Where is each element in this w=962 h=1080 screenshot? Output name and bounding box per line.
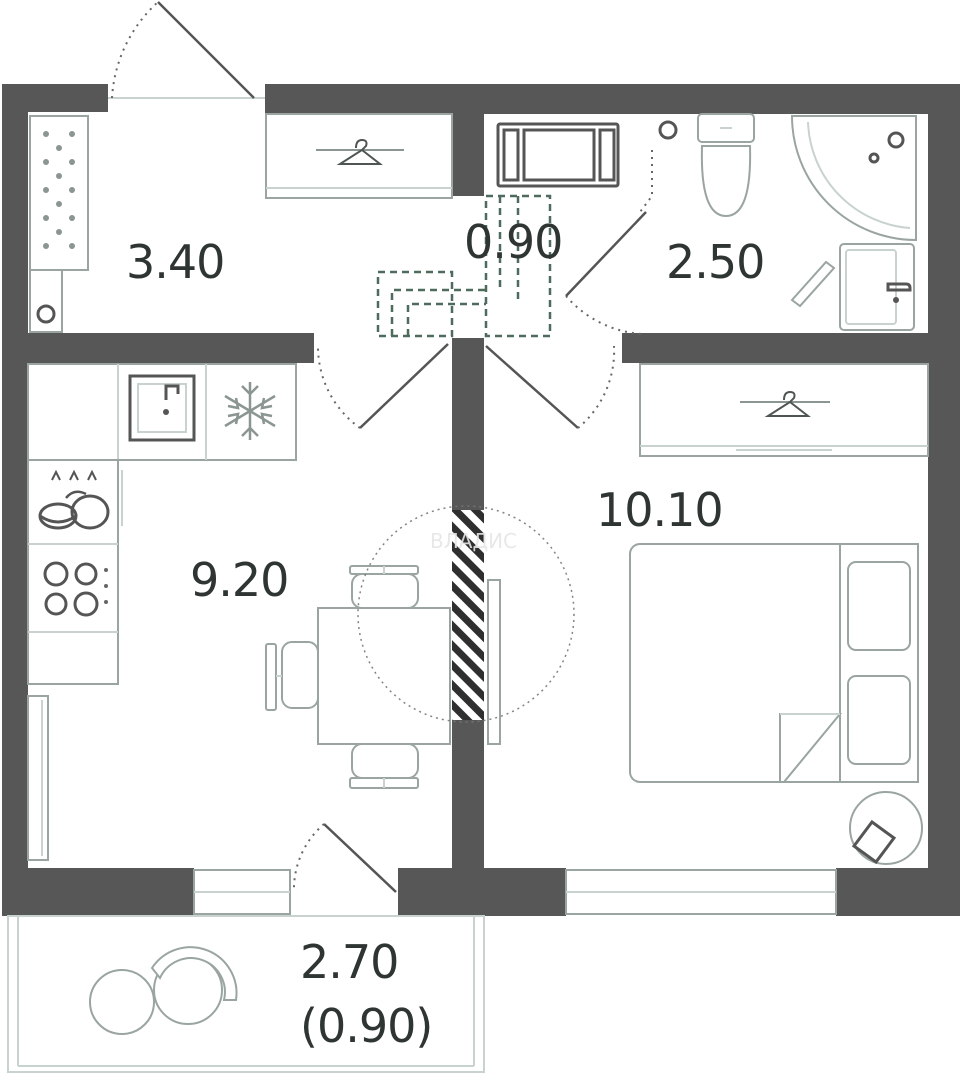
- storage-outline-right: [484, 194, 552, 338]
- shower-icon: [790, 115, 917, 242]
- balcony-door: [323, 823, 397, 893]
- chair-top-icon: [349, 565, 419, 609]
- watermark-text: ВЛАДИС: [430, 529, 517, 553]
- storage: 0.90: [376, 194, 563, 338]
- wall-top-right: [265, 84, 960, 114]
- bedroom-wardrobe: [639, 363, 929, 457]
- kitchen-counter-left: [27, 459, 119, 685]
- armchair-icon: [849, 791, 923, 865]
- wall-kitchen-bedroom-top: [452, 338, 484, 510]
- area-label-storage: 0.90: [464, 215, 562, 269]
- wall-bath-bedroom: [622, 333, 960, 363]
- hall-wardrobe: [265, 113, 453, 199]
- storage-outline-left: [376, 270, 454, 338]
- wall-hall-kitchen: [2, 333, 314, 363]
- entrance-door: [157, 1, 255, 99]
- balcony-table-icon: [89, 969, 155, 1035]
- bathroom: 2.50: [496, 113, 917, 335]
- hallway: 3.40: [29, 1, 453, 333]
- snowflake-icon: [224, 382, 276, 440]
- dishes-icon: [38, 469, 110, 530]
- wall-left: [2, 84, 28, 916]
- dining-table-icon: [317, 607, 451, 745]
- area-label-balcony-reduced: (0.90): [300, 999, 432, 1053]
- kitchen-sofa: [27, 695, 49, 861]
- shoe-cabinet-dots: [43, 131, 75, 249]
- balcony: [7, 915, 485, 1073]
- wall-bottom-2: [398, 868, 566, 916]
- wall-right: [928, 84, 960, 916]
- sliding-panel: [487, 579, 501, 745]
- kitchen: 9.20: [27, 343, 451, 893]
- kitchen-worktop-top: [27, 363, 297, 461]
- area-label-hallway: 3.40: [126, 235, 224, 289]
- balcony-chair-icon: [150, 946, 238, 1025]
- bathroom-door: [565, 211, 647, 297]
- chair-bottom-icon: [349, 743, 419, 789]
- wall-top-left: [2, 84, 108, 112]
- bath-cabinet: [496, 122, 620, 188]
- sink-icon: [839, 243, 915, 331]
- bed-icon: [629, 543, 919, 783]
- windows: [108, 97, 837, 915]
- kitchen-door: [359, 343, 449, 429]
- bedroom-door: [485, 345, 579, 429]
- hanger-icon-bedroom: [740, 390, 830, 417]
- stove-icon: [43, 561, 108, 617]
- area-label-kitchen: 9.20: [190, 553, 288, 607]
- area-label-bedroom: 10.10: [596, 483, 723, 537]
- area-label-balcony: 2.70: [300, 935, 398, 989]
- watermark: ВЛАДИС: [357, 505, 575, 723]
- area-label-bathroom: 2.50: [666, 235, 764, 289]
- walls: [2, 84, 960, 916]
- toilet-icon: [697, 113, 755, 218]
- bedroom: 10.10: [485, 345, 929, 865]
- chair-left-icon: [265, 641, 319, 711]
- wall-bottom-3: [836, 868, 960, 916]
- hanger-icon: [316, 138, 404, 165]
- kitchen-sink-icon: [128, 374, 196, 442]
- wall-hall-bath: [452, 84, 484, 196]
- wall-bottom-1: [2, 868, 194, 916]
- shoe-cabinet: [29, 115, 89, 271]
- bath-pipe-icon: [658, 120, 678, 140]
- hatched-wall: [452, 510, 484, 720]
- hall-small-unit-icon: [36, 304, 56, 324]
